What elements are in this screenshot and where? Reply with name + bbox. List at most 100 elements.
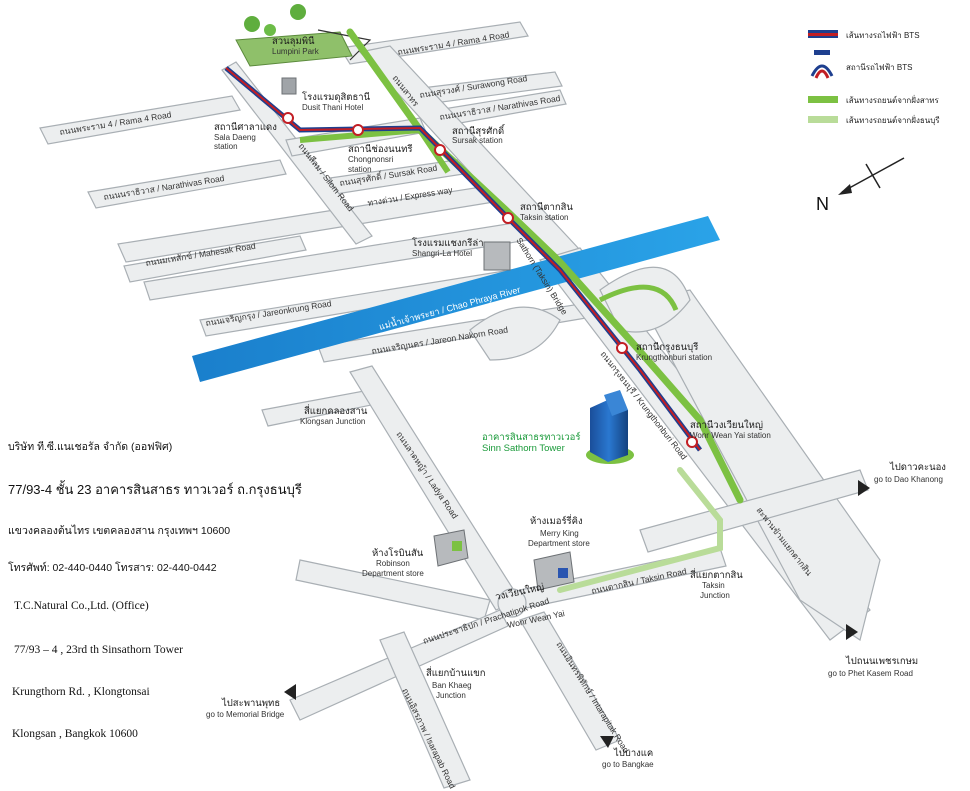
wongwian-yai-circle xyxy=(497,588,527,618)
phet-kasem-th: ไปถนนเพชรเกษม xyxy=(845,655,918,667)
address-th-line2: แขวงคลองต้นไทร เขตคลองสาน กรุงเทพฯ 10600 xyxy=(8,525,231,537)
dusit-en: Dusit Thani Hotel xyxy=(302,103,363,112)
bangkae-th: ไปบางแค xyxy=(613,747,653,759)
dao-khanong-arrow-icon xyxy=(858,480,870,496)
address-th-line1: 77/93-4 ชั้น 23 อาคารสินสาธร ทาวเวอร์ ถ.… xyxy=(8,482,302,497)
wongwian-st-en: Wonr Wean Yai station xyxy=(690,431,771,440)
chao-phraya-river xyxy=(192,216,720,382)
bangkae-arrow-icon xyxy=(600,736,614,748)
dusit-th: โรงแรมดุสิตธานี xyxy=(302,91,371,103)
robinson-th: ห้างโรบินสัน xyxy=(372,547,424,559)
narathivas-left-road xyxy=(87,159,287,209)
mahesak-road xyxy=(123,235,307,283)
wongwian-st-th: สถานีวงเวียนใหญ่ xyxy=(690,419,763,431)
taksin-station-icon xyxy=(502,212,514,224)
chongnonsri-en2: station xyxy=(348,165,372,174)
memorial-arrow-icon xyxy=(284,684,296,700)
shangrila-building-icon xyxy=(483,241,511,271)
ban-khaeg-en2: Junction xyxy=(436,691,466,700)
legend-route-silom-text: เส้นทางรถยนต์จากฝั่งสาทร xyxy=(846,94,940,105)
memorial-en: go to Memorial Bridge xyxy=(206,710,285,719)
taksin-jct-th: สี่แยกตากสิน xyxy=(690,568,743,581)
merry-king-th: ห้างเมอร์รี่คิง xyxy=(530,514,583,527)
memorial-th: ไปสะพานพุทธ xyxy=(221,697,280,709)
legend-route-thonburi-text: เส้นทางรถยนต์จากฝั่งธนบุรี xyxy=(846,114,940,125)
ban-khaeg-en1: Ban Khaeg xyxy=(432,681,472,690)
legend-bts-station-icon xyxy=(810,50,834,79)
legend-bts-line-icon xyxy=(808,30,838,33)
address-th-company: บริษัท ที.ซี.แนเชอรัล จำกัด (ออฟฟิศ) xyxy=(8,441,173,453)
dao-khanong-road xyxy=(639,469,869,553)
legend-route-thonburi-icon xyxy=(808,116,838,123)
legend-bts-line-text: เส้นทางรถไฟฟ้า BTS xyxy=(846,31,920,40)
legend: เส้นทางรถไฟฟ้า BTS สถานีรถไฟฟ้า BTS เส้น… xyxy=(808,30,940,125)
chongnonsri-station-icon xyxy=(352,124,364,136)
phet-kasem-en: go to Phet Kasem Road xyxy=(828,669,913,678)
merry-king-store-icon xyxy=(533,551,575,591)
klongsan-th: สี่แยกคลองสาน xyxy=(304,404,368,417)
merry-king-en2: Department store xyxy=(528,539,590,548)
address-th-phone: โทรศัพท์: 02-440-0440 โทรสาร: 02-440-044… xyxy=(8,562,217,574)
park-tree-1 xyxy=(244,16,260,32)
taksin-st-th: สถานีตากสิน xyxy=(520,201,573,213)
sursak-en: Sursak station xyxy=(452,136,503,145)
address-en-line3: Klongsan , Bangkok 10600 xyxy=(12,728,138,740)
merry-king-en1: Merry King xyxy=(540,529,579,538)
intarapitak-road xyxy=(519,611,621,751)
lumpini-park xyxy=(235,31,353,67)
taksin-jct-en1: Taksin xyxy=(702,581,725,590)
address-en-line1: 77/93 – 4 , 23rd th Sinsathorn Tower xyxy=(14,644,183,656)
dao-khanong-th: ไปดาวคะนอง xyxy=(889,461,946,473)
legend-route-silom-icon xyxy=(808,96,838,103)
klongsan-en: Klongsan Junction xyxy=(300,417,365,426)
legend-bts-station-text: สถานีรถไฟฟ้า BTS xyxy=(846,63,912,72)
park-tree-2 xyxy=(290,4,306,20)
sala-daeng-en1: Sala Daeng xyxy=(214,133,256,142)
phet-kasem-arrow-icon xyxy=(846,624,858,640)
robinson-store-icon xyxy=(433,529,469,567)
isarapab-road xyxy=(379,631,471,789)
sursak-station-icon xyxy=(434,144,446,156)
taksin-jct-en2: Junction xyxy=(700,591,730,600)
park-tree-3 xyxy=(264,24,276,36)
sinn-tower-icon xyxy=(586,390,634,464)
krungthonburi-station-icon xyxy=(616,342,628,354)
robinson-en2: Department store xyxy=(362,569,424,578)
krungthonburi-st-en: Krungthonburi station xyxy=(636,353,712,362)
address-en-company: T.C.Natural Co.,Ltd. (Office) xyxy=(14,600,149,612)
rama4-left-road xyxy=(39,95,241,145)
lumpini-th: สวนลุมพินี xyxy=(272,35,315,47)
lumpini-en: Lumpini Park xyxy=(272,47,320,56)
shangrila-en: Shangri-La Hotel xyxy=(412,249,472,258)
wongwian-station-icon xyxy=(686,436,698,448)
sursak-th: สถานีสุรศักดิ์ xyxy=(452,123,506,137)
taksin-st-en: Taksin station xyxy=(520,213,568,222)
ban-khaeg-th: สี่แยกบ้านแขก xyxy=(426,666,486,679)
sala-daeng-station-icon xyxy=(282,112,294,124)
bridge-loop-left xyxy=(469,306,561,361)
krungthonburi-st-th: สถานีกรุงธนบุรี xyxy=(636,341,698,353)
dao-khanong-en: go to Dao Khanong xyxy=(874,475,943,484)
north-arrow-icon xyxy=(838,157,905,195)
north-label: N xyxy=(816,194,829,214)
sala-daeng-th: สถานีศาลาแดง xyxy=(214,121,277,133)
lad-ya-label: ถนนลาดหญ้า / Ladya Road xyxy=(394,430,460,521)
legend-bts-line-icon-blue2 xyxy=(808,36,838,38)
sinn-en: Sinn Sathorn Tower xyxy=(482,443,565,454)
route-from-thonburi xyxy=(557,467,723,593)
dusit-building-icon xyxy=(281,77,297,95)
bangkae-en: go to Bangkae xyxy=(602,760,654,769)
chongnonsri-th: สถานีช่องนนทรี xyxy=(348,143,413,155)
park-fence xyxy=(317,29,372,61)
address-en-line2: Krungthorn Rd. , Klongtonsai xyxy=(12,686,150,698)
route-loop-right xyxy=(598,284,679,312)
sinn-th: อาคารสินสาธรทาวเวอร์ xyxy=(482,431,580,443)
chongnonsri-en1: Chongnonsri xyxy=(348,155,394,164)
sala-daeng-en2: station xyxy=(214,142,238,151)
shangrila-th: โรงแรมแชงกรีล่า xyxy=(412,237,484,249)
robinson-en1: Robinson xyxy=(376,559,410,568)
legend-bts-line-icon-red xyxy=(808,33,838,36)
bridge-loop-right xyxy=(599,266,691,333)
